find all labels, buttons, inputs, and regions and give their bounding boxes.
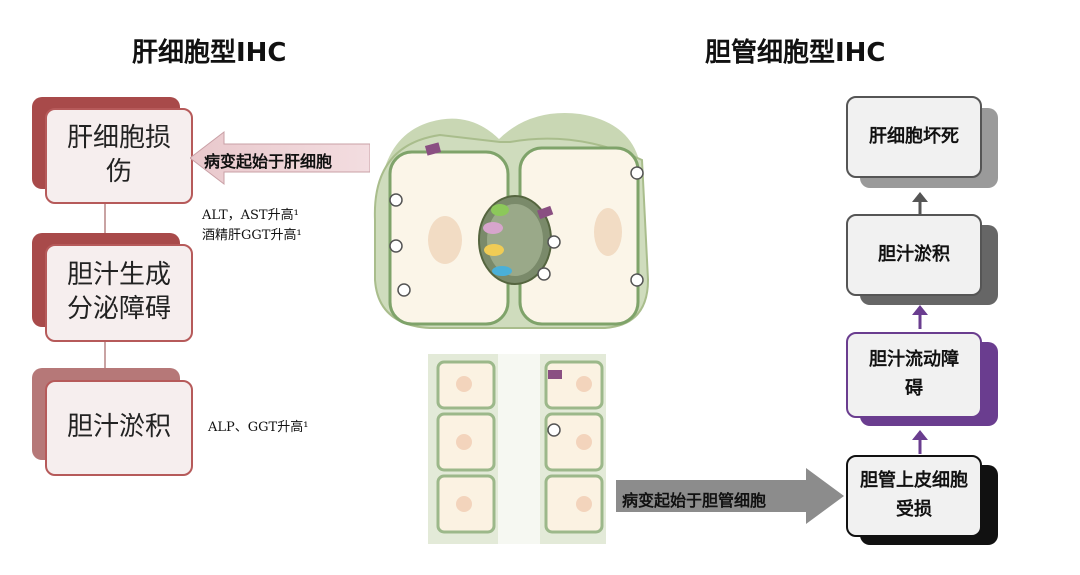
bile-duct-epithelium-injury-label: 胆管上皮细胞受损 xyxy=(860,470,968,520)
right-title: 胆管细胞型IHC xyxy=(705,38,886,68)
hepatocyte-pair xyxy=(373,113,650,329)
liver-cell-plate xyxy=(428,354,606,544)
left-connector-1 xyxy=(104,204,106,238)
bile-secretion-disorder-label: 胆汁生成分泌障碍 xyxy=(66,260,171,324)
left-connector-2 xyxy=(104,342,106,372)
left-cholestasis-box: 胆汁淤积 xyxy=(45,380,193,476)
hepatocyte-origin-label: 病变起始于肝细胞 xyxy=(204,152,333,171)
bile-secretion-disorder-box: 胆汁生成分泌障碍 xyxy=(45,244,193,342)
lab-note-2-line1: ALP、GGT升高¹ xyxy=(208,420,309,435)
up-arrow-1 xyxy=(912,192,928,216)
hepatocyte-origin-arrow xyxy=(190,130,370,186)
lab-note-1: ALT，AST升高¹ 酒精肝GGT升高¹ xyxy=(202,206,302,245)
liver-cell-injury-label: 肝细胞损伤 xyxy=(66,123,171,187)
bile-flow-obstruction-box: 胆汁流动障碍 xyxy=(846,332,982,418)
up-arrow-2 xyxy=(912,305,928,329)
cholangiocyte-origin-label: 病变起始于胆管细胞 xyxy=(622,491,767,510)
bile-duct-epithelium-injury-box: 胆管上皮细胞受损 xyxy=(846,455,982,537)
lab-note-1-line2: 酒精肝GGT升高¹ xyxy=(202,227,302,243)
right-cholestasis-label: 胆汁淤积 xyxy=(878,243,950,265)
bile-duct-cell-illustration xyxy=(373,113,650,544)
hepatocyte-necrosis-label: 肝细胞坏死 xyxy=(869,125,959,147)
up-arrow-3 xyxy=(912,430,928,454)
hepatocyte-necrosis-box: 肝细胞坏死 xyxy=(846,96,982,178)
lab-note-1-line1: ALT，AST升高¹ xyxy=(202,208,299,223)
bile-flow-obstruction-label: 胆汁流动障碍 xyxy=(869,349,959,399)
lab-note-2: ALP、GGT升高¹ xyxy=(208,418,308,438)
right-cholestasis-box: 胆汁淤积 xyxy=(846,214,982,296)
left-title: 肝细胞型IHC xyxy=(132,38,287,68)
left-cholestasis-label: 胆汁淤积 xyxy=(66,412,171,443)
liver-cell-injury-box: 肝细胞损伤 xyxy=(45,108,193,204)
cholangiocyte-origin-arrow xyxy=(616,468,844,524)
